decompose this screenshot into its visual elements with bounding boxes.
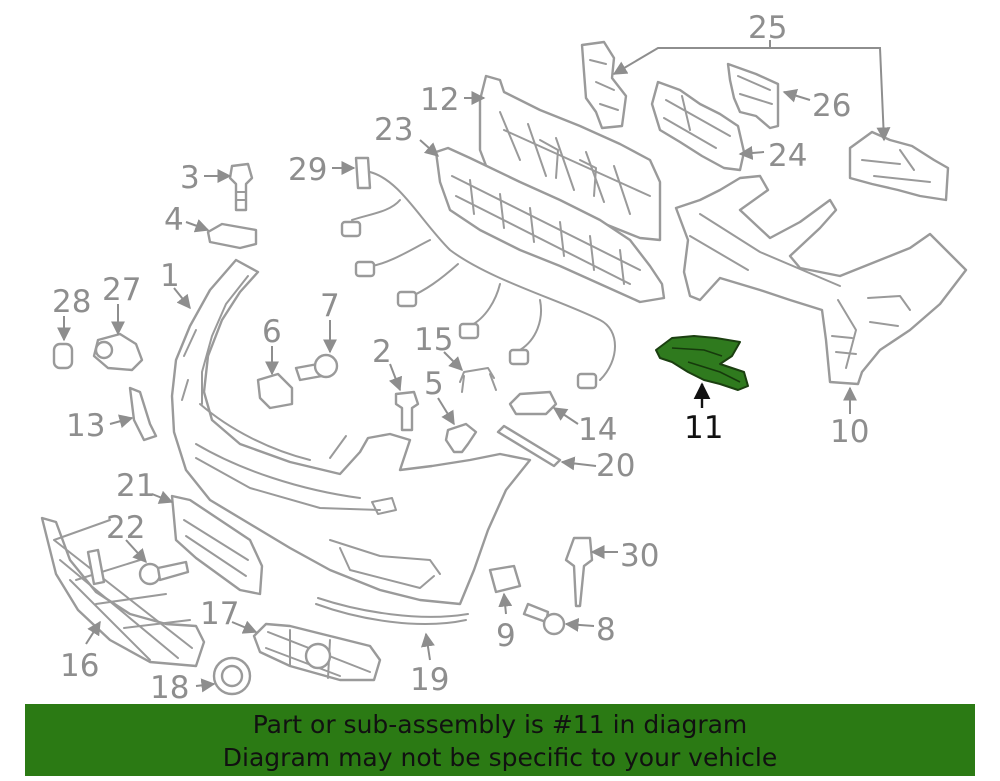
callout-8: 8 (596, 612, 616, 648)
callout-24: 24 (768, 138, 807, 174)
part-29-wiring-harness (340, 156, 616, 390)
callout-18: 18 (150, 670, 189, 706)
callout-26: 26 (812, 88, 851, 124)
callout-11-highlighted: 11 (684, 410, 723, 446)
callout-16: 16 (60, 648, 99, 684)
callout-22: 22 (106, 510, 145, 546)
callout-21: 21 (116, 468, 155, 504)
callout-17: 17 (200, 596, 239, 632)
part-11-highlighted (655, 335, 749, 391)
callout-14: 14 (578, 412, 617, 448)
hardware-parts (40, 162, 594, 696)
callout-15: 15 (414, 322, 453, 358)
callout-2: 2 (372, 334, 392, 370)
callout-13: 13 (66, 408, 105, 444)
callout-30: 30 (620, 538, 659, 574)
part-25-brackets (580, 40, 950, 202)
callout-27: 27 (102, 272, 141, 308)
callout-19: 19 (410, 662, 449, 698)
callout-numbers: 25 26 24 12 23 29 3 4 1 28 27 6 7 2 15 5… (52, 10, 869, 706)
callout-9: 9 (496, 618, 516, 654)
banner-line-2: Diagram may not be specific to your vehi… (222, 743, 778, 772)
callout-4: 4 (164, 202, 184, 238)
banner-line-1: Part or sub-assembly is #11 in diagram (252, 710, 748, 739)
info-banner: Part or sub-assembly is #11 in diagram D… (25, 704, 975, 776)
callout-25: 25 (748, 10, 787, 46)
callout-7: 7 (320, 288, 340, 324)
callout-10: 10 (830, 414, 869, 450)
callout-20: 20 (596, 448, 635, 484)
callout-12: 12 (420, 82, 459, 118)
callout-1: 1 (160, 258, 180, 294)
callout-6: 6 (262, 314, 282, 350)
leader-lines (57, 40, 891, 693)
callout-3: 3 (180, 160, 200, 196)
part-24-bracket (650, 80, 746, 172)
part-1-bumper-cover (170, 258, 532, 606)
part-23-absorber (434, 146, 666, 304)
callout-28: 28 (52, 284, 91, 320)
callout-23: 23 (374, 112, 413, 148)
callout-29: 29 (288, 152, 327, 188)
callout-5: 5 (424, 366, 444, 402)
part-10-reinforcement (674, 174, 968, 386)
part-26-bracket (726, 62, 780, 130)
